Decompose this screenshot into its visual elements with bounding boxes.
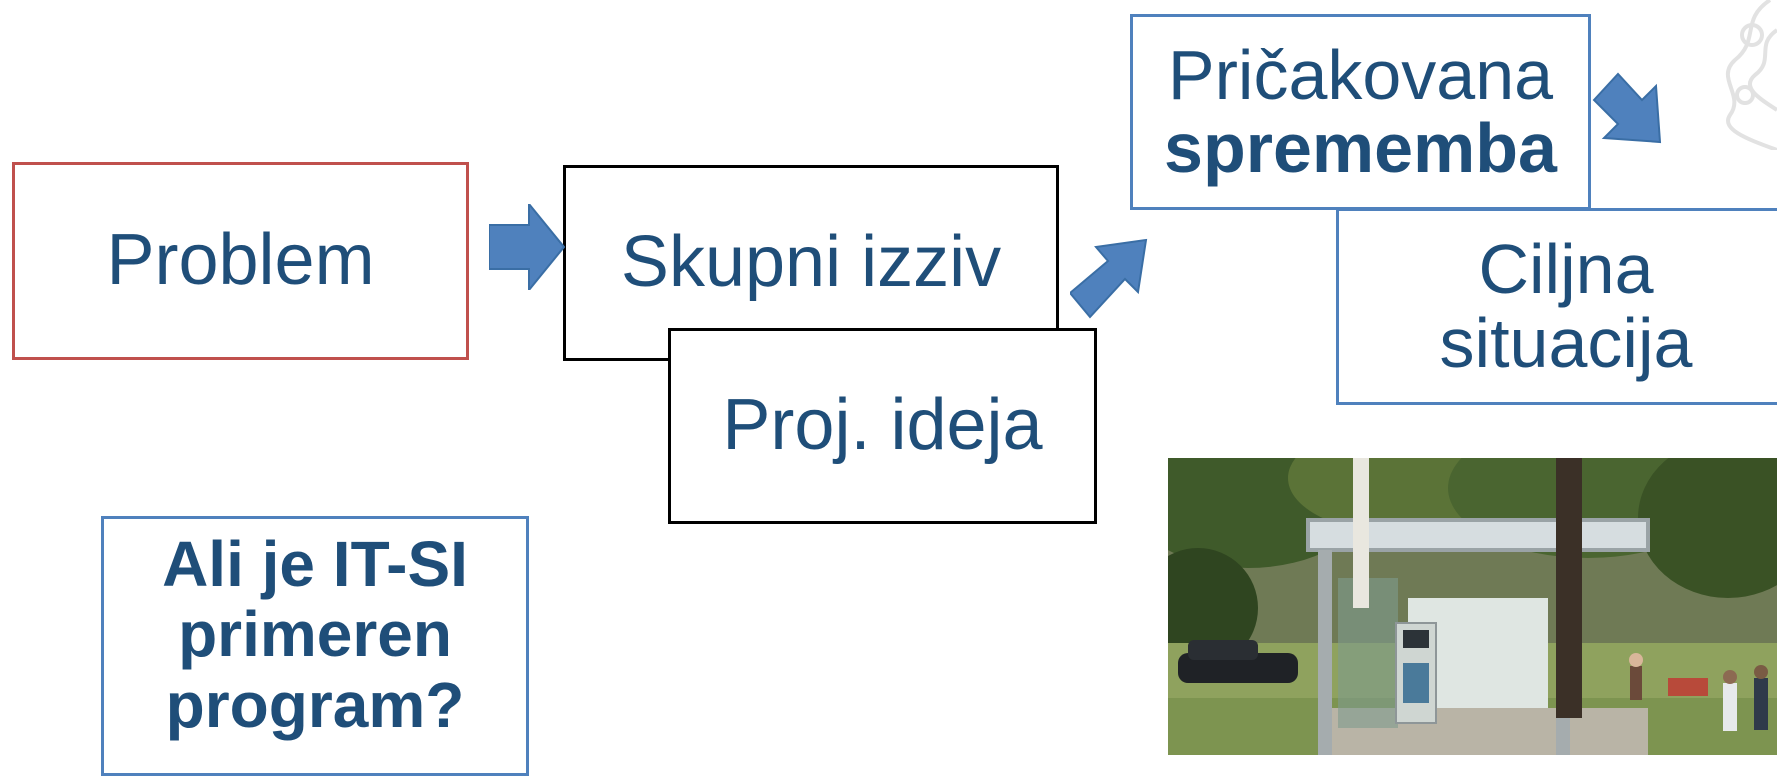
problem-box: Problem [12,162,469,360]
diagonal-up-arrow-icon [1070,238,1148,319]
situacija-label: situacija [1439,303,1693,382]
pricakovana-label: Pričakovana [1167,35,1554,114]
decorative-ornament-image [1725,0,1777,150]
ciljna-situacija-box: Ciljna situacija [1336,208,1777,405]
question-line-3: program? [165,668,465,741]
sprememba-label: sprememba [1164,109,1557,187]
question-box: Ali je IT-SI primeren program? [101,516,529,776]
pricakovana-sprememba-box: Pričakovana sprememba [1130,14,1591,210]
question-line-2: primeren [178,598,452,671]
proj-ideja-label: Proj. ideja [722,385,1043,466]
diagonal-down-arrow-icon [1592,72,1662,144]
bus-stop-photo [1168,458,1777,755]
proj-ideja-box: Proj. ideja [668,328,1097,524]
problem-label: Problem [106,220,375,301]
right-arrow-icon [489,204,565,290]
question-line-1: Ali je IT-SI [162,528,468,600]
ciljna-label: Ciljna [1478,230,1654,308]
skupni-izziv-label: Skupni izziv [620,222,1002,303]
